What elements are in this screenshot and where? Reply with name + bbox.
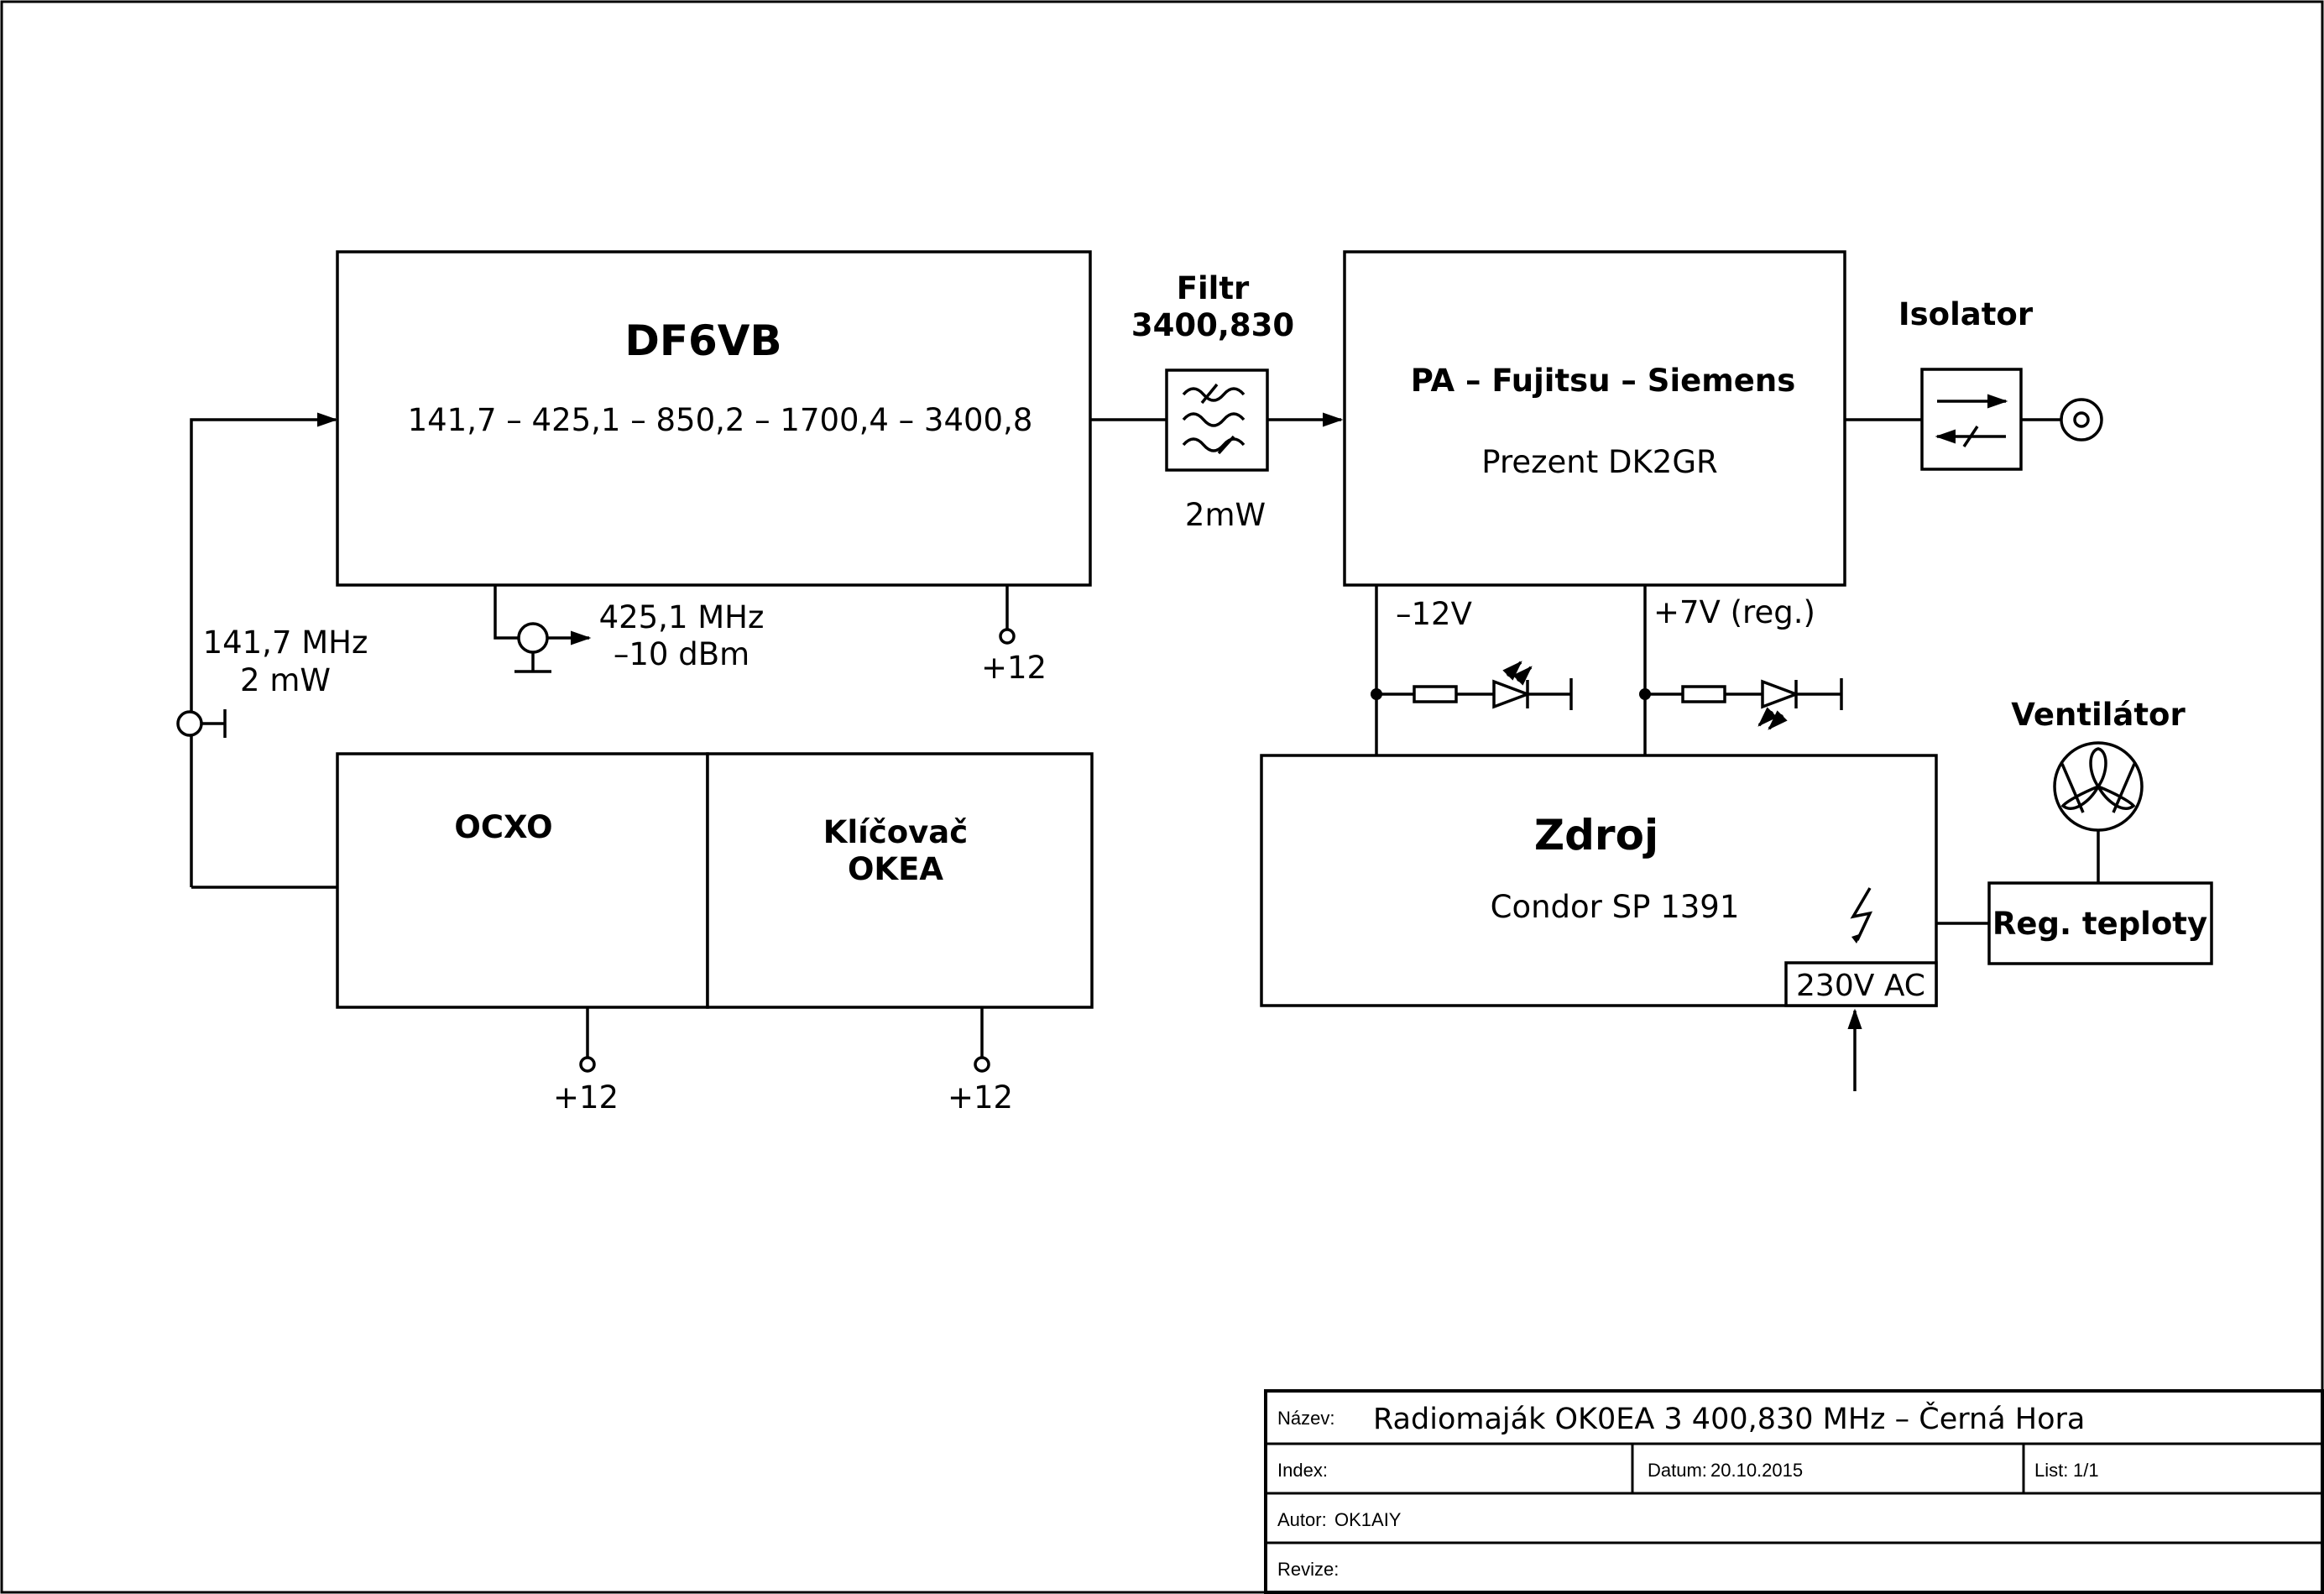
title-revision-label: Revize:: [1277, 1559, 1339, 1580]
df6vb-supply-label: +12: [981, 650, 1047, 686]
input-frequency-label: 141,7 MHz: [203, 625, 368, 661]
filter-frequency: 3400,830: [1131, 307, 1294, 343]
title-name-value: Radiomaják OK0EA 3 400,830 MHz – Černá H…: [1373, 1401, 2085, 1436]
tap-frequency-label: 425,1 MHz: [599, 599, 765, 635]
isolator-block: [1920, 368, 2023, 471]
ocxo-supply-terminal-icon: [579, 1056, 596, 1073]
high-voltage-icon: [1850, 887, 1873, 941]
tap-coax-connector-icon: [517, 622, 549, 654]
isolator-arrows-icon: [1935, 394, 2008, 447]
mains-input-label: 230V AC: [1796, 969, 1925, 1003]
tap-line: [494, 585, 519, 640]
keyer-supply-terminal-icon: [974, 1056, 990, 1073]
pa-subtitle: Prezent DK2GR: [1481, 444, 1717, 480]
reg-block: [1987, 881, 2213, 965]
title-index-label: Index:: [1277, 1460, 1328, 1481]
led-icon: [1761, 679, 1800, 709]
neg-rail-led-indicator: [1371, 661, 1573, 710]
ocxo-title: OCXO: [454, 809, 552, 845]
ocxo-block: [336, 752, 709, 1009]
pa-block: [1343, 250, 1846, 587]
zdroj-title: Zdroj: [1534, 811, 1658, 860]
keyer-title: Klíčovač: [823, 814, 968, 850]
title-sheet-value: 1/1: [2073, 1460, 2099, 1481]
input-coax-connector-icon: [176, 710, 203, 737]
df6vb-multiplier-chain: 141,7 – 425,1 – 850,2 – 1700,4 – 3400,8: [408, 402, 1033, 438]
filter-title: Filtr: [1177, 270, 1250, 306]
title-author-label: Autor:: [1277, 1509, 1327, 1530]
keyer-subtitle: OKEA: [848, 851, 943, 887]
isolator-title: Isolator: [1898, 296, 2034, 332]
zdroj-subtitle: Condor SP 1391: [1491, 889, 1740, 925]
fan-title: Ventilátor: [2011, 697, 2186, 733]
df6vb-title: DF6VB: [624, 316, 781, 365]
fan-blades-icon: [2060, 747, 2136, 813]
df6vb-block: [336, 250, 1092, 587]
title-block: [1264, 1389, 2324, 1594]
pos-rail-led-indicator: [1639, 678, 1843, 730]
tap-level-label: –10 dBm: [614, 636, 749, 672]
input-power-label: 2 mW: [240, 662, 331, 698]
ocxo-supply-label: +12: [553, 1079, 619, 1116]
keyer-supply-label: +12: [948, 1079, 1013, 1116]
pos-rail-label: +7V (reg.): [1653, 594, 1815, 630]
antenna-connector-center: [2073, 411, 2090, 428]
title-author-value: OK1AIY: [1334, 1509, 1402, 1530]
title-date-value: 20.10.2015: [1710, 1460, 1803, 1481]
filter-waves-icon: [1182, 383, 1246, 455]
title-name-label: Název:: [1277, 1408, 1334, 1429]
title-sheet-label: List:: [2034, 1460, 2068, 1481]
neg-rail-label: –12V: [1396, 596, 1472, 632]
high-voltage-arrowhead: [1851, 933, 1862, 943]
pa-title: PA – Fujitsu – Siemens: [1411, 363, 1796, 399]
title-date-label: Datum:: [1648, 1460, 1707, 1481]
keyer-block: [706, 752, 1094, 1009]
df6vb-supply-terminal-icon: [999, 628, 1016, 645]
filter-power: 2mW: [1185, 497, 1266, 533]
reg-title: Reg. teploty: [1992, 906, 2207, 942]
led-icon: [1492, 679, 1532, 709]
mains-input-box: [1784, 961, 1938, 1007]
